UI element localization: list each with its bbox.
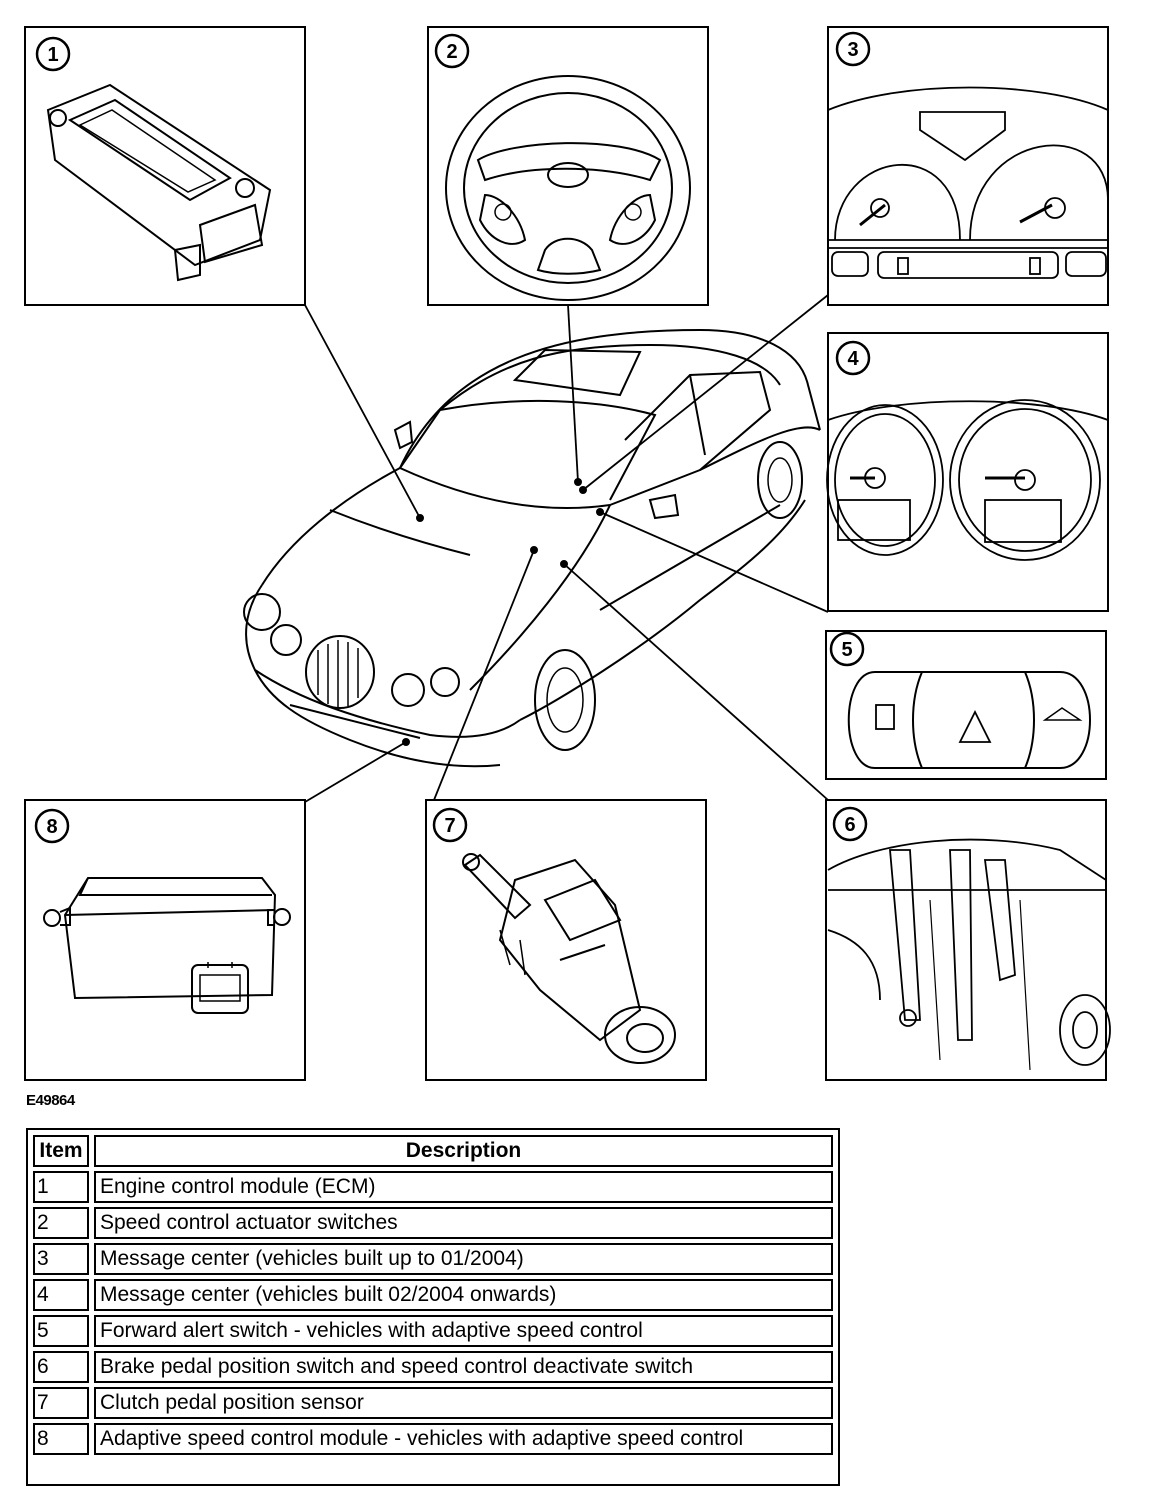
callout-2: 2 [446, 41, 457, 63]
legend-item-number: 7 [33, 1387, 89, 1419]
legend-row: 8 Adaptive speed control module - vehicl… [33, 1423, 833, 1455]
callout-6: 6 [844, 814, 855, 836]
leader-lines [304, 294, 829, 803]
panel-1-engine-control-module: 1 [24, 26, 306, 306]
legend-item-description: Brake pedal position switch and speed co… [94, 1351, 833, 1383]
legend-item-description: Message center (vehicles built up to 01/… [94, 1243, 833, 1275]
panel-2-speed-control-switches: 2 [427, 26, 709, 306]
legend-header-description: Description [94, 1135, 833, 1167]
callout-7: 7 [444, 815, 455, 837]
legend-item-description: Message center (vehicles built 02/2004 o… [94, 1279, 833, 1311]
legend-row: 5 Forward alert switch - vehicles with a… [33, 1315, 833, 1347]
legend-item-number: 8 [33, 1423, 89, 1455]
legend-item-number: 4 [33, 1279, 89, 1311]
legend-row: 6 Brake pedal position switch and speed … [33, 1351, 833, 1383]
panel-6-brake-pedal-switch: 6 [825, 799, 1111, 1081]
component-location-diagram: 1 2 3 [24, 26, 1111, 1081]
legend-header-item: Item [33, 1135, 89, 1167]
vehicle-illustration [243, 328, 821, 768]
legend-item-number: 1 [33, 1171, 89, 1203]
module-illustration [43, 877, 291, 1014]
callout-4: 4 [847, 348, 859, 370]
pedal-box-illustration [827, 838, 1111, 1071]
legend-item-number: 3 [33, 1243, 89, 1275]
legend-row: 2 Speed control actuator switches [33, 1207, 833, 1239]
steering-wheel-illustration [445, 75, 691, 301]
panel-3-message-center-pre-2004: 3 [827, 26, 1109, 306]
panel-8-adaptive-speed-control-module: 8 [24, 799, 306, 1081]
callout-5: 5 [841, 639, 852, 661]
legend-item-number: 5 [33, 1315, 89, 1347]
legend-item-description: Clutch pedal position sensor [94, 1387, 833, 1419]
legend-item-description: Forward alert switch - vehicles with ada… [94, 1315, 833, 1347]
ecm-illustration [46, 83, 272, 282]
panel-4-message-center-post-2004: 4 [826, 332, 1109, 612]
legend-item-number: 2 [33, 1207, 89, 1239]
callout-8: 8 [46, 816, 57, 838]
callout-1: 1 [47, 44, 58, 66]
instrument-cluster-old-illustration [827, 86, 1109, 279]
panel-5-forward-alert-switch: 5 [825, 630, 1107, 780]
switch-pack-illustration [847, 671, 1091, 769]
legend-item-description: Speed control actuator switches [94, 1207, 833, 1239]
legend-row: 1 Engine control module (ECM) [33, 1171, 833, 1203]
legend-row: 4 Message center (vehicles built 02/2004… [33, 1279, 833, 1311]
callout-3: 3 [847, 39, 858, 61]
legend-row: 7 Clutch pedal position sensor [33, 1387, 833, 1419]
clutch-sensor-illustration [462, 853, 676, 1064]
legend-table: Item Description 1 Engine control module… [26, 1128, 840, 1486]
legend-header-row: Item Description [33, 1135, 833, 1167]
instrument-cluster-new-illustration [826, 399, 1109, 561]
legend-item-description: Adaptive speed control module - vehicles… [94, 1423, 833, 1455]
legend-row: 3 Message center (vehicles built up to 0… [33, 1243, 833, 1275]
legend-item-description: Engine control module (ECM) [94, 1171, 833, 1203]
legend-item-number: 6 [33, 1351, 89, 1383]
panel-7-clutch-pedal-sensor: 7 [425, 799, 707, 1081]
figure-code: E49864 [26, 1092, 75, 1109]
